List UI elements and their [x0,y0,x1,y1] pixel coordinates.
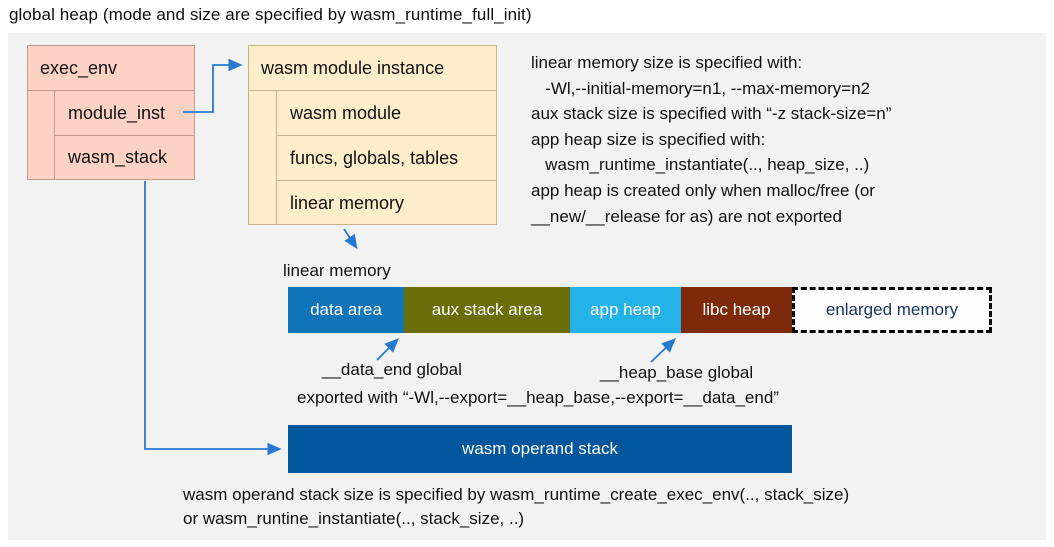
exec-env-row-module-inst: module_inst [54,91,194,136]
note-line: wasm operand stack size is specified by … [183,485,850,504]
note-line: -Wl,--initial-memory=n1, --max-memory=n2 [531,78,871,98]
exec-env-row-wasm-stack: wasm_stack [54,136,194,179]
data-end-global-label: __data_end global [322,360,462,379]
note-line: linear memory size is specified with: [531,53,803,72]
module-instance-header: wasm module instance [249,46,496,91]
segment-libc-heap: libc heap [681,287,792,333]
operand-stack-notes: wasm operand stack size is specified by … [183,483,849,530]
segment-data-area: data area [288,287,404,333]
exec-env-header: exec_env [28,46,194,91]
segment-app-heap: app heap [570,287,681,333]
module-instance-box: wasm module instance wasm module funcs, … [248,45,497,225]
linear-memory-bar: data area aux stack area app heap libc h… [288,287,992,333]
segment-aux-stack-area: aux stack area [404,287,570,333]
wasm-operand-stack-bar: wasm operand stack [288,425,792,473]
note-line: app heap size is specified with: [531,129,766,149]
exported-with-label: exported with “-Wl,--export=__heap_base,… [297,388,779,407]
module-instance-row-wasm-module: wasm module [276,91,496,136]
module-instance-row-linear-memory: linear memory [276,181,496,225]
note-line: wasm_runtime_instantiate(.., heap_size, … [531,155,870,175]
note-line: app heap is created only when malloc/fre… [531,180,875,200]
note-line: __new/__release for as) are not exported [531,206,842,226]
linear-memory-label: linear memory [283,261,391,280]
diagram-title: global heap (mode and size are specified… [9,5,532,24]
exec-env-box: exec_env module_inst wasm_stack [27,45,195,180]
segment-enlarged-memory: enlarged memory [792,287,992,333]
wasm-operand-stack-label: wasm operand stack [462,439,618,458]
module-instance-row-funcs-globals-tables: funcs, globals, tables [276,136,496,181]
note-line: aux stack size is specified with “-z sta… [531,104,892,124]
memory-size-notes: linear memory size is specified with: -W… [531,50,891,229]
note-line: or wasm_runtine_instantiate(.., stack_si… [183,508,525,528]
heap-base-global-label: __heap_base global [600,363,754,382]
